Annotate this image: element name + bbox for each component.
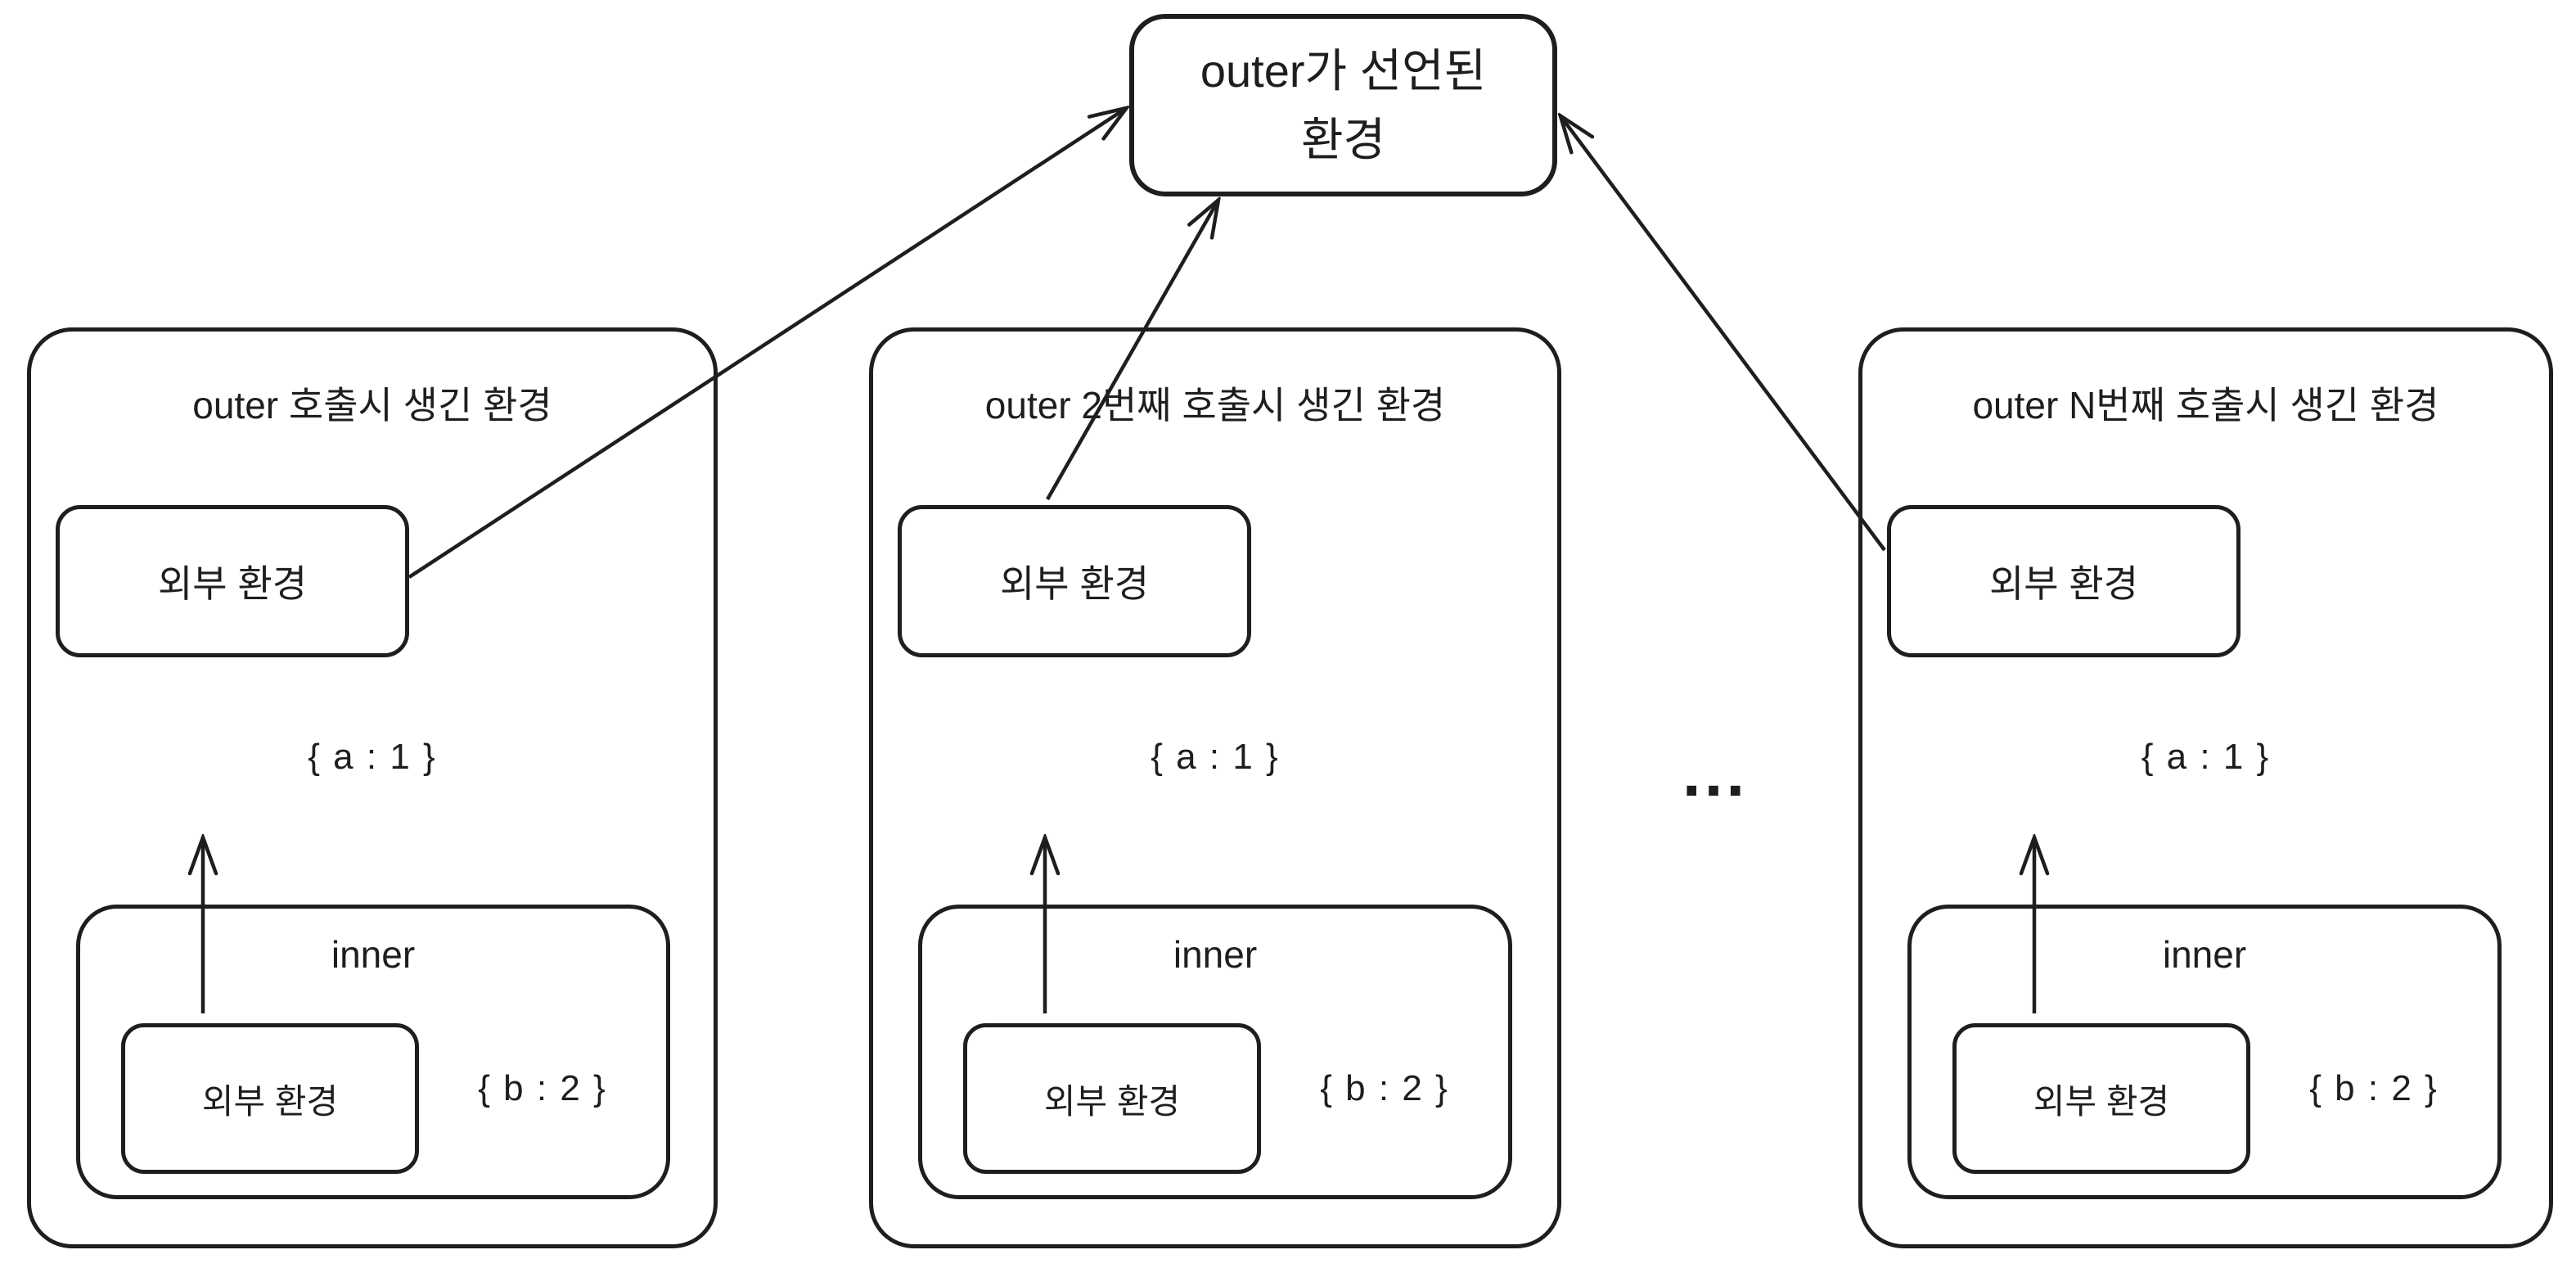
outer-env-reference-box-n: 외부 환경 [1887, 505, 2240, 657]
env-record-a-n: { a : 1 } [2141, 737, 2271, 777]
env-record-b-n: { b : 2 } [2309, 1068, 2439, 1108]
outer-env-reference-label-n: 외부 환경 [1988, 562, 2139, 605]
call-environment-2-title: outer 2번째 호출시 생긴 환경 [984, 384, 1446, 426]
inner-outer-env-reference-box-n: 외부 환경 [1952, 1023, 2250, 1174]
env-record-a-2: { a : 1 } [1151, 737, 1280, 777]
env-record-b-1: { b : 2 } [478, 1068, 607, 1108]
outer-env-reference-box-1: 외부 환경 [56, 505, 409, 657]
outer-env-reference-label-1: 외부 환경 [157, 562, 308, 605]
outer-env-reference-label-2: 외부 환경 [999, 562, 1150, 605]
inner-outer-env-reference-box-2: 외부 환경 [963, 1023, 1261, 1174]
call-environment-1: outer 호출시 생긴 환경 외부 환경 { a : 1 } inner 외부… [27, 327, 718, 1248]
inner-function-box-n: inner 외부 환경 { b : 2 } [1907, 905, 2502, 1199]
inner-outer-env-reference-label-n: 외부 환경 [2033, 1081, 2170, 1121]
outer-env-reference-box-2: 외부 환경 [898, 505, 1251, 657]
call-environment-2: outer 2번째 호출시 생긴 환경 외부 환경 { a : 1 } inne… [869, 327, 1561, 1248]
call-environment-1-title: outer 호출시 생긴 환경 [192, 384, 552, 426]
inner-outer-env-reference-box-1: 외부 환경 [121, 1023, 419, 1174]
env-record-b-2: { b : 2 } [1320, 1068, 1449, 1108]
inner-outer-env-reference-label-1: 외부 환경 [201, 1081, 339, 1121]
declared-environment-label-line1: outer가 선언된 [1200, 44, 1487, 97]
declared-environment-box: outer가 선언된 환경 [1129, 14, 1557, 196]
inner-outer-env-reference-label-2: 외부 환경 [1043, 1081, 1181, 1121]
env-record-a-1: { a : 1 } [308, 737, 437, 777]
declared-environment-label-line2: 환경 [1300, 113, 1386, 165]
inner-function-label-n: inner [2162, 933, 2247, 976]
inner-function-box-2: inner 외부 환경 { b : 2 } [918, 905, 1512, 1199]
call-environment-n: outer N번째 호출시 생긴 환경 외부 환경 { a : 1 } inne… [1858, 327, 2553, 1248]
inner-function-label-2: inner [1173, 933, 1258, 976]
call-environment-n-title: outer N번째 호출시 생긴 환경 [1972, 384, 2439, 426]
inner-function-label-1: inner [331, 933, 416, 976]
arrow-col3-outer-env-to-declared-env [1561, 117, 1886, 552]
more-environments-ellipsis: ... [1682, 736, 1749, 810]
inner-function-box-1: inner 외부 환경 { b : 2 } [76, 905, 670, 1199]
